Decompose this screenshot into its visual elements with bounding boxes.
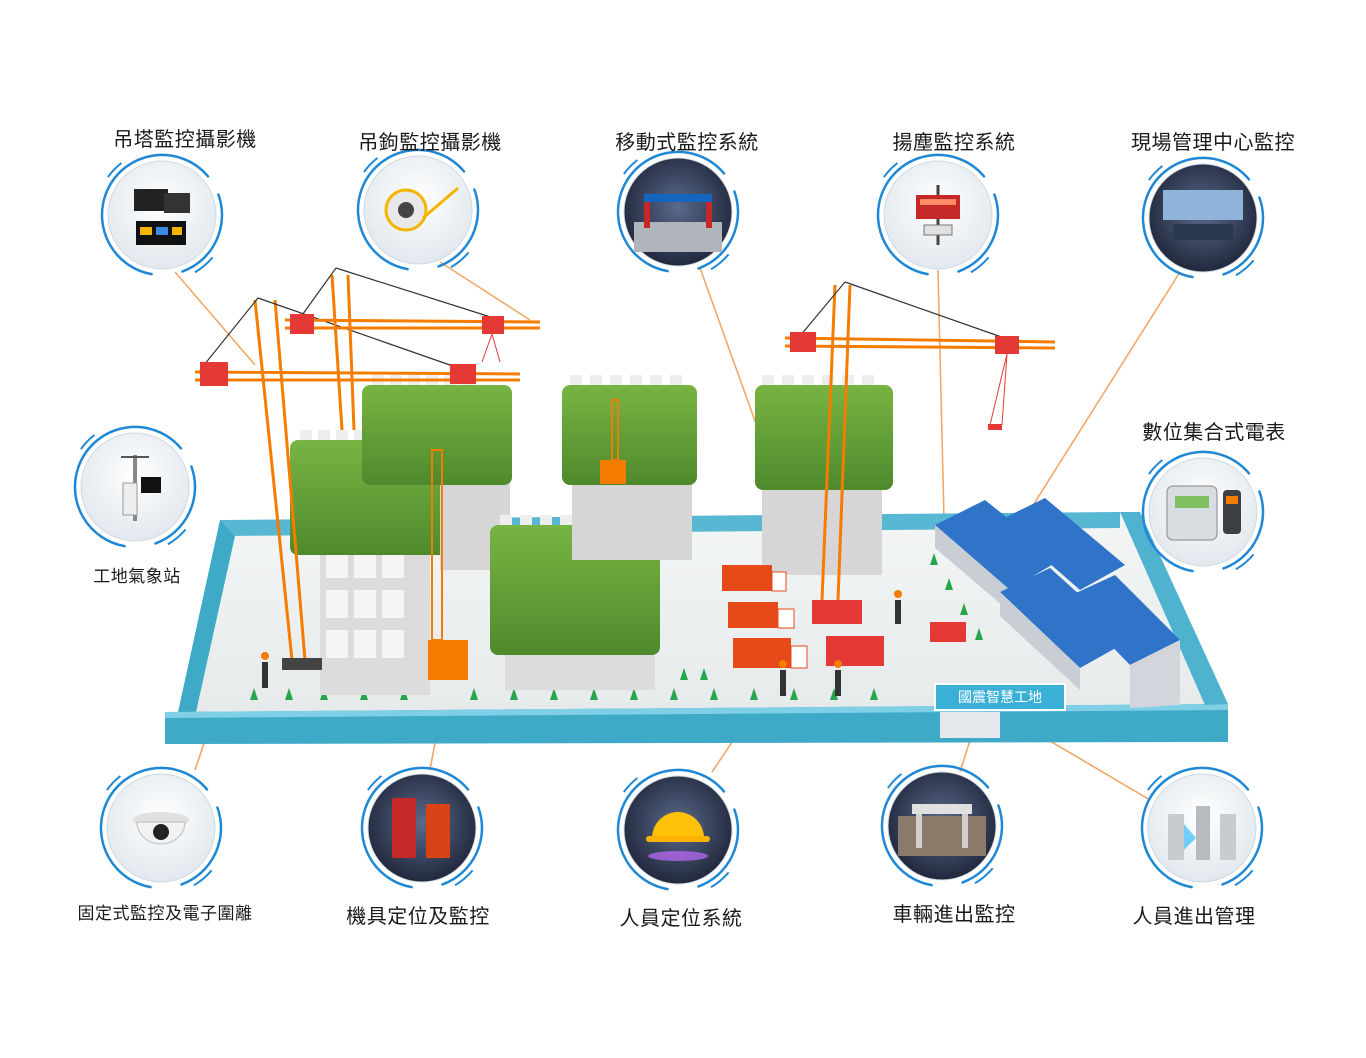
construction-hoist xyxy=(428,399,626,680)
label-mobile-monitoring: 移動式監控系統 xyxy=(615,130,759,154)
dormitories xyxy=(935,498,1180,708)
label-tower-crane-camera: 吊塔監控攝影機 xyxy=(113,127,257,151)
label-digital-meter: 數位集合式電表 xyxy=(1142,420,1286,444)
monitor-screens-icon xyxy=(134,189,190,245)
digital-meter-ring xyxy=(1141,450,1265,573)
hard-hat-icon xyxy=(646,812,710,861)
label-fixed-camera-fence: 固定式監控及電子圍離 xyxy=(77,904,253,924)
trucks xyxy=(722,565,966,669)
hook-camera-ring xyxy=(356,148,480,271)
dust-sensor-sign-icon xyxy=(916,185,960,245)
vehicle-gate-icon xyxy=(898,804,986,856)
personnel-positioning-ring xyxy=(616,768,740,891)
tower-crane-2 xyxy=(284,267,541,431)
site-gate-icon xyxy=(634,194,722,252)
tree-row xyxy=(250,553,983,700)
control-room-icon xyxy=(1163,190,1243,240)
label-weather-station: 工地氣象站 xyxy=(93,567,181,587)
dome-camera-icon xyxy=(133,812,189,845)
ptz-camera-icon xyxy=(384,186,459,232)
label-personnel-positioning: 人員定位系統 xyxy=(619,906,743,930)
site-sign-text: 國震智慧工地 xyxy=(958,690,1042,706)
workers xyxy=(261,590,902,696)
label-personnel-access: 人員進出管理 xyxy=(1132,904,1256,928)
fixed-camera-fence-ring xyxy=(99,766,223,889)
label-site-control-center: 現場管理中心監控 xyxy=(1131,130,1295,154)
vehicle-access-ring xyxy=(880,764,1004,887)
tower-crane-3 xyxy=(784,281,1056,601)
weather-station-icon xyxy=(121,455,161,521)
tower-crane-1 xyxy=(194,297,521,670)
building-right xyxy=(755,375,893,575)
building-center-back xyxy=(562,375,697,560)
personnel-access-ring xyxy=(1140,766,1264,889)
tower-crane-camera-ring xyxy=(100,153,224,276)
equipment-positioning-ring xyxy=(360,766,484,889)
site-sign: 國震智慧工地 xyxy=(934,683,1066,738)
mobile-monitoring-ring xyxy=(616,150,740,273)
label-equipment-positioning: 機具定位及監控 xyxy=(346,904,490,928)
dust-monitoring-ring xyxy=(876,153,1000,276)
label-vehicle-access: 車輛進出監控 xyxy=(892,902,1016,926)
turnstile-icon xyxy=(1168,806,1236,860)
module-icons xyxy=(73,148,1265,891)
weather-station-ring xyxy=(73,425,197,548)
electric-meter-icon xyxy=(1166,485,1241,541)
construction-hoist-icon xyxy=(392,798,450,858)
label-hook-camera: 吊鉤監控攝影機 xyxy=(358,130,502,154)
label-dust-monitoring: 揚塵監控系統 xyxy=(892,130,1016,154)
site-control-center-ring xyxy=(1141,156,1265,279)
